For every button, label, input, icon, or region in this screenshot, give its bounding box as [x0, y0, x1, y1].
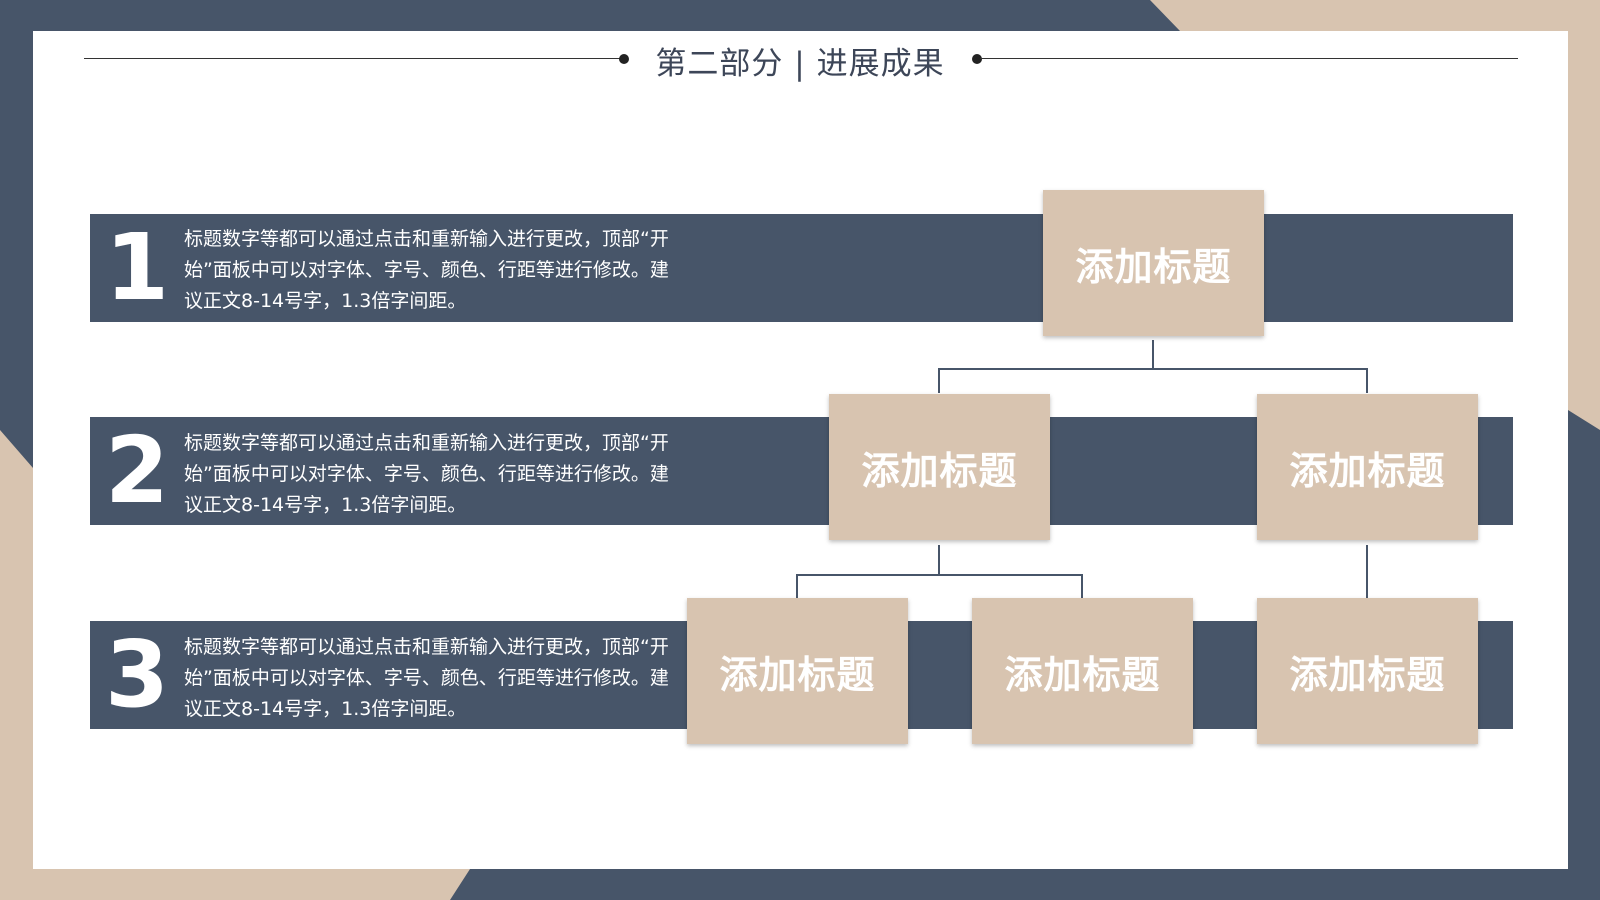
- header-line-right: [980, 58, 1518, 59]
- connector-to-level3-b: [1081, 574, 1083, 598]
- node-level3-c[interactable]: 添加标题: [1257, 598, 1478, 744]
- row-number-1: 1: [105, 214, 170, 321]
- header-dot-right: [972, 54, 982, 64]
- header-line-left: [84, 58, 624, 59]
- connector-to-level2-right: [1366, 368, 1368, 393]
- node-level3-b[interactable]: 添加标题: [972, 598, 1193, 744]
- row-text-1: 标题数字等都可以通过点击和重新输入进行更改，顶部“开始”面板中可以对字体、字号、…: [184, 228, 669, 312]
- connector-to-level3-a: [796, 574, 798, 598]
- connector-level2-bar: [938, 368, 1368, 370]
- connector-left-stem: [938, 545, 940, 576]
- header-dot-left: [619, 54, 629, 64]
- row-number-2: 2: [105, 417, 170, 524]
- row-number-3: 3: [105, 621, 170, 728]
- node-level3-a[interactable]: 添加标题: [687, 598, 908, 744]
- page-title: 第二部分 | 进展成果: [655, 46, 945, 82]
- node-level2-right[interactable]: 添加标题: [1257, 394, 1478, 540]
- row-text-2: 标题数字等都可以通过点击和重新输入进行更改，顶部“开始”面板中可以对字体、字号、…: [184, 432, 669, 516]
- row-band-1: [90, 214, 1513, 322]
- connector-level3-bar: [796, 574, 1083, 576]
- row-text-3: 标题数字等都可以通过点击和重新输入进行更改，顶部“开始”面板中可以对字体、字号、…: [184, 636, 669, 720]
- connector-to-level3-c: [1366, 545, 1368, 598]
- node-level2-left[interactable]: 添加标题: [829, 394, 1050, 540]
- node-root[interactable]: 添加标题: [1043, 190, 1264, 336]
- connector-root-stem: [1152, 340, 1154, 369]
- connector-to-level2-left: [938, 368, 940, 393]
